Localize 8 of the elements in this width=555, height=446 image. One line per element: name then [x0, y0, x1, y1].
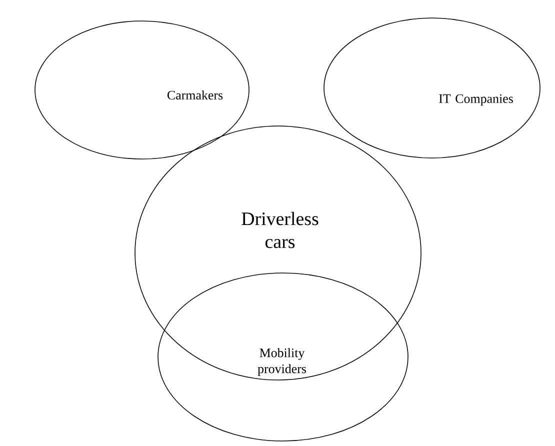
ellipse	[134, 126, 422, 380]
ellipse	[324, 18, 540, 158]
ellipse	[34, 20, 250, 160]
ellipse-label: Driverless cars	[242, 212, 318, 248]
ellipse-label: Carmakers	[168, 90, 223, 100]
ellipse	[158, 272, 408, 442]
ellipse-label: Mobility providers	[258, 348, 306, 376]
ellipse-label: IT Companies	[439, 94, 513, 106]
